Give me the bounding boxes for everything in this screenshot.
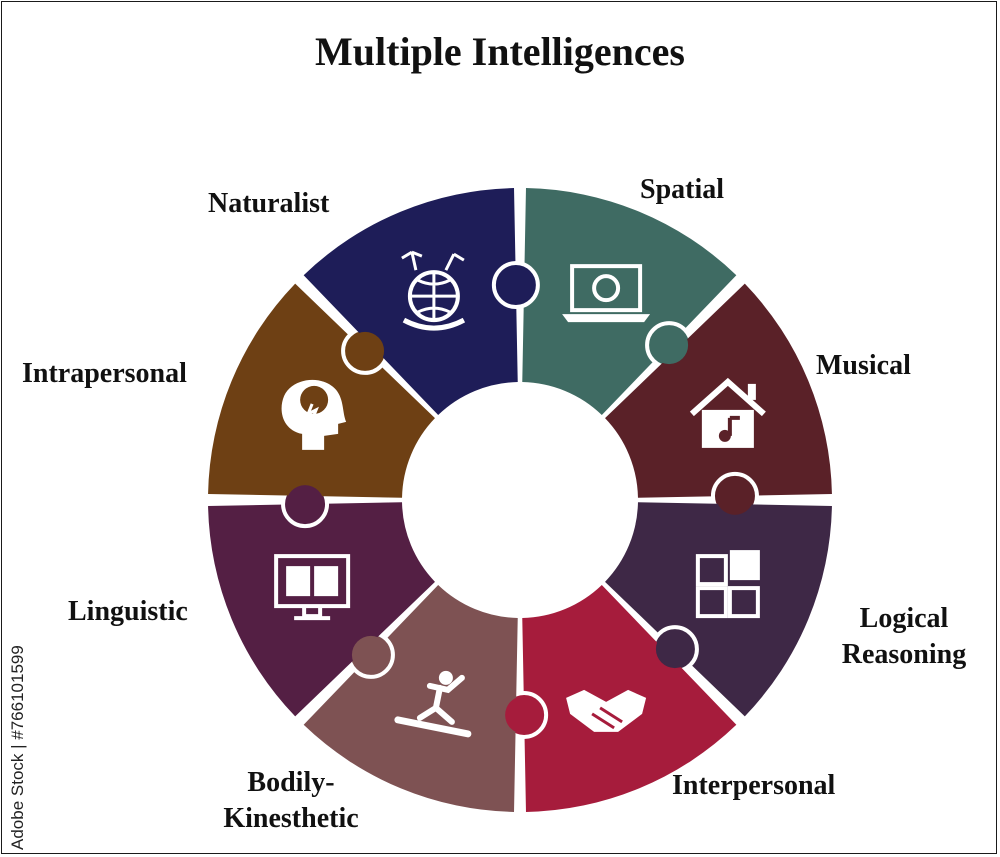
puzzle-knob-fill — [650, 326, 689, 365]
head-brain-icon — [281, 379, 347, 450]
puzzle-knob-fill — [351, 635, 390, 674]
music-house-icon — [689, 377, 766, 448]
laptop-icon — [562, 264, 651, 323]
monitor-book-icon — [274, 554, 351, 621]
label-logical-reasoning: Logical Reasoning — [841, 603, 967, 670]
snowboarder-icon — [394, 670, 472, 738]
label-interpersonal: Interpersonal — [672, 770, 836, 801]
puzzle-knob-fill — [286, 485, 325, 524]
puzzle-knob-fill — [655, 630, 694, 669]
handshake-icon — [566, 689, 647, 732]
puzzle-knob-fill — [496, 266, 535, 305]
segment-bodily-kinesthetic — [303, 585, 518, 812]
wheel-icons — [274, 250, 766, 738]
label-naturalist: Naturalist — [208, 188, 330, 219]
label-linguistic: Linguistic — [68, 596, 188, 627]
diagram-title: Multiple Intelligences — [315, 29, 685, 74]
label-bodily-kinesthetic: Bodily- Kinesthetic — [223, 767, 359, 834]
globe-island-icon — [401, 250, 466, 331]
label-spatial: Spatial — [640, 174, 725, 205]
stock-watermark: Adobe Stock | #766101599 — [8, 645, 27, 850]
wheel-segments — [208, 188, 832, 812]
puzzle-icon — [695, 550, 760, 619]
segment-logical-reasoning — [605, 502, 832, 717]
puzzle-knob-fill — [346, 331, 385, 370]
label-musical: Musical — [816, 350, 911, 381]
puzzle-knob-fill — [505, 695, 544, 734]
puzzle-knob-fill — [715, 476, 754, 515]
segment-spatial — [522, 188, 737, 415]
label-intrapersonal: Intrapersonal — [22, 358, 187, 389]
